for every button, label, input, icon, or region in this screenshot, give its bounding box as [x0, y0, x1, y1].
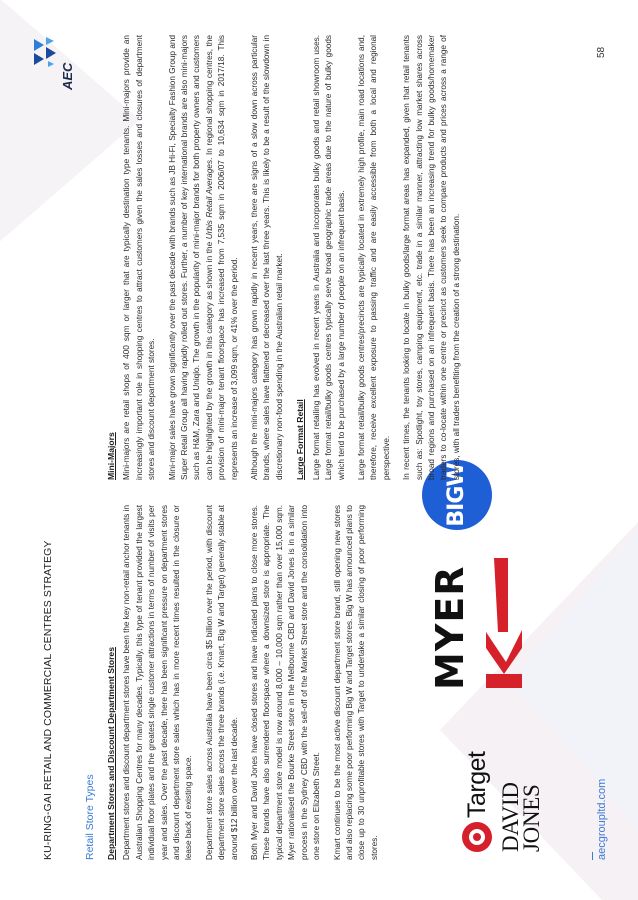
paragraph: Department store sales across Australia … [204, 505, 239, 860]
paragraph: Kmart continues to be the most active di… [332, 505, 379, 860]
mini-majors-heading: Mini-Majors [106, 432, 116, 480]
urbis-retail-averages-citation: Urbis Retail Averages [204, 159, 214, 240]
section-title: Retail Store Types [84, 774, 96, 860]
paragraph: Large format retailing has evolved in re… [311, 35, 346, 480]
paragraph: Mini-majors are retail shops of 400 sqm … [122, 35, 157, 480]
kmart-logo [478, 558, 528, 688]
footer-rule [592, 852, 593, 860]
aec-logo: AEC [30, 30, 90, 100]
paragraph: Both Myer and David Jones have closed st… [250, 505, 322, 860]
page-number: 58 [596, 46, 607, 58]
paragraph: Although the mini-majors category has gr… [250, 35, 284, 480]
footer-website-link[interactable]: aecgroupltd.com [596, 778, 608, 860]
paragraph: Large format retail/bulky goods centres/… [356, 35, 391, 480]
target-logo: Target [462, 702, 498, 852]
david-jones-logo-line: JONES [519, 784, 544, 852]
paragraph: Department stores and discount departmen… [122, 504, 194, 860]
david-jones-logo-line: DAVID [498, 782, 523, 852]
aec-logo-text: AEC [60, 62, 75, 90]
left-column: Department Stores and Discount Departmen… [105, 505, 389, 860]
david-jones-logo: DAVID JONES [498, 702, 550, 852]
brand-logos: MYER BIGW Target DAVID JONES [420, 460, 550, 860]
document-header-title: KU-RING-GAI RETAIL AND COMMERCIAL CENTRE… [42, 540, 54, 860]
department-stores-heading: Department Stores and Discount Departmen… [106, 647, 116, 860]
target-logo-word: Target [463, 751, 491, 818]
large-format-retail-heading: Large Format Retail [295, 399, 306, 480]
paragraph: In recent times, the tenants looking to … [402, 35, 461, 480]
kmart-k-icon [486, 558, 522, 688]
paragraph: Mini-major sales have grown significantl… [167, 35, 241, 480]
aec-logo-mark-icon [34, 37, 56, 67]
target-bullseye-icon [462, 822, 492, 852]
right-column: Mini-Majors Mini-majors are retail shops… [105, 35, 471, 480]
